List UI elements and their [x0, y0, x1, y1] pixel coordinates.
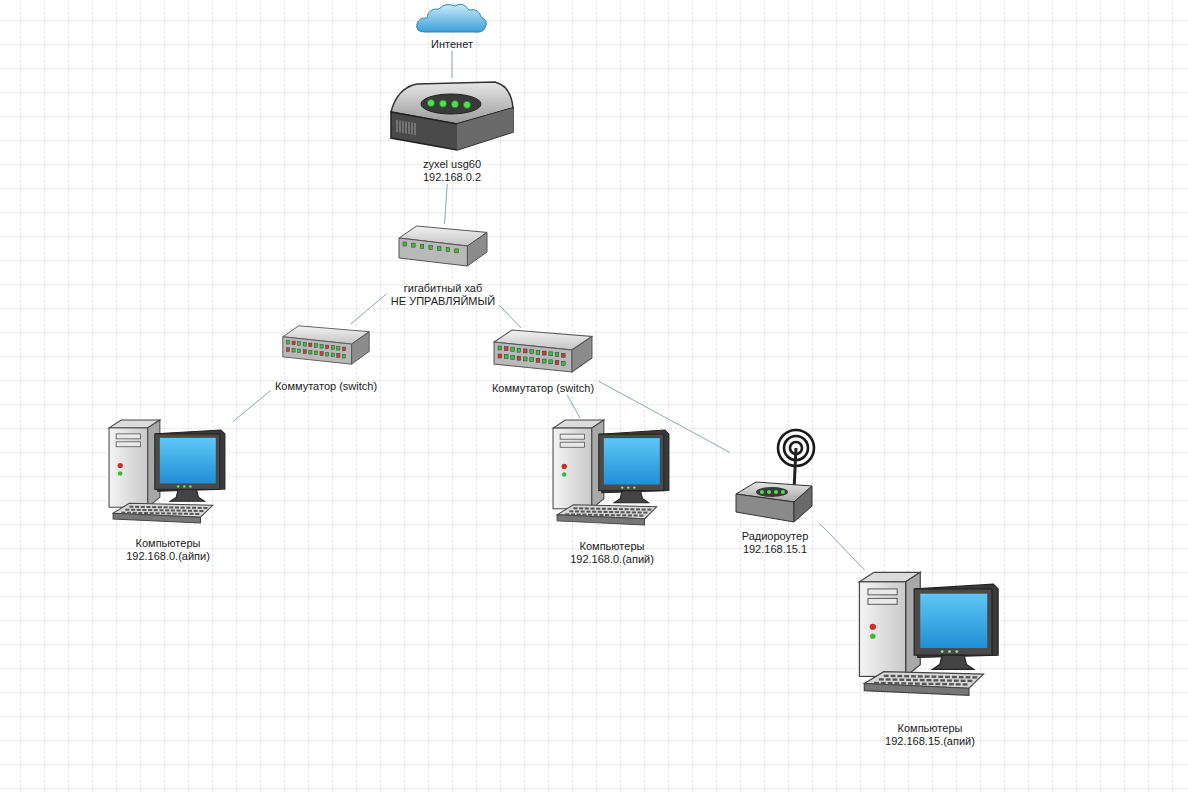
- device-label: Коммутатор (switch): [492, 382, 594, 395]
- switch-node: Коммутатор (switch): [488, 328, 599, 395]
- cloud-icon: [415, 2, 489, 34]
- pc-icon: [107, 418, 229, 532]
- pc-icon: [857, 570, 1003, 706]
- network-cable: [820, 524, 865, 570]
- network-cable: [351, 294, 387, 324]
- switch-icon: [281, 324, 371, 366]
- network-cable: [500, 305, 522, 328]
- switch-node: Коммутатор (switch): [271, 324, 382, 393]
- device-label: НЕ УПРАВЛЯЙМЫЙ: [391, 295, 495, 308]
- router-node: zyxel usg60192.168.0.2: [383, 78, 521, 184]
- device-label: Компьютеры: [136, 537, 201, 550]
- device-label: Радиороутер: [742, 530, 809, 543]
- computer-node: Компьютеры192.168.0.(айпи): [103, 418, 233, 563]
- device-label: 192.168.15.1: [743, 543, 807, 556]
- cloud-node: Интенет: [411, 2, 493, 51]
- pc-icon: [551, 418, 673, 534]
- network-cable: [452, 51, 453, 78]
- device-label: Коммутатор (switch): [275, 380, 377, 393]
- router-icon: [387, 78, 517, 152]
- device-label: Компьютеры: [580, 540, 645, 553]
- device-label: гигабитный хаб: [404, 282, 483, 295]
- network-cable: [445, 184, 448, 224]
- device-label: 192.168.0.(апий): [570, 553, 654, 566]
- device-label: 192.168.0.(айпи): [126, 550, 210, 563]
- device-label: Интенет: [431, 38, 473, 51]
- device-label: 192.168.15.(апий): [885, 735, 975, 748]
- network-cable: [567, 395, 580, 418]
- device-label: zyxel usg60: [423, 158, 481, 171]
- radio-icon: [734, 428, 816, 526]
- computer-node: Компьютеры192.168.15.(апий): [853, 570, 1007, 748]
- switch-icon: [492, 328, 594, 374]
- computer-node: Компьютеры192.168.0.(апий): [547, 418, 677, 566]
- radio-node: Радиороутер192.168.15.1: [730, 428, 820, 556]
- hub-icon: [397, 224, 489, 268]
- network-cable: [233, 391, 271, 422]
- device-label: Компьютеры: [898, 722, 963, 735]
- device-label: 192.168.0.2: [423, 171, 481, 184]
- hub-node: гигабитный хабНЕ УПРАВЛЯЙМЫЙ: [387, 224, 500, 308]
